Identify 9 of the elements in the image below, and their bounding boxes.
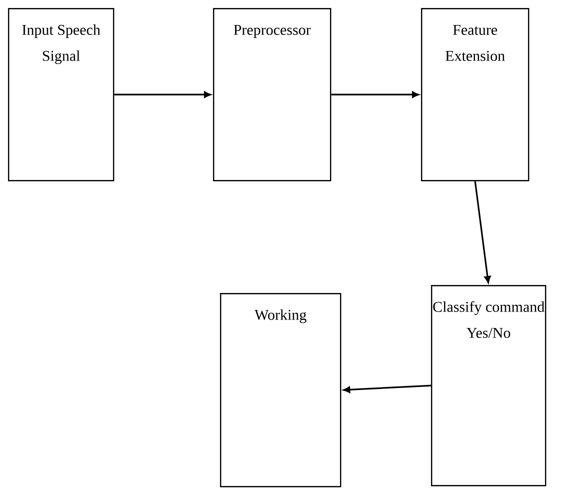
process-box: Working: [220, 293, 342, 488]
arrow: [343, 384, 432, 393]
process-box: Preprocessor: [213, 8, 332, 182]
arrow: [331, 91, 419, 98]
process-box: Input Speech Signal: [8, 8, 114, 182]
arrow: [474, 181, 491, 283]
process-box: Classify command Yes/No: [431, 285, 546, 486]
process-box: Feature Extension: [421, 8, 530, 182]
arrow: [114, 91, 211, 98]
